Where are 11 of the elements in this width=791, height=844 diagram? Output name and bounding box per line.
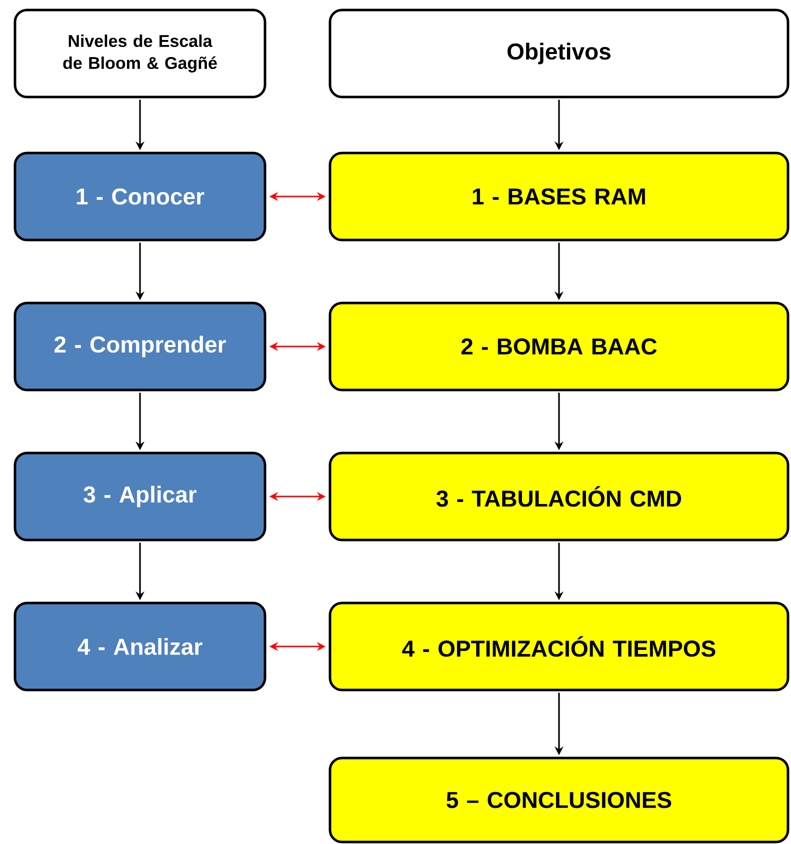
objective-box: 1 - BASES RAM bbox=[328, 152, 790, 242]
level-box: 1 - Conocer bbox=[14, 152, 266, 242]
level-box: 2 - Comprender bbox=[14, 302, 266, 392]
level-box: 4 - Analizar bbox=[14, 602, 266, 692]
header-box: Objetivos bbox=[328, 8, 790, 98]
header-box: Niveles de Escala de Bloom & Gagñé bbox=[14, 8, 266, 98]
objective-box: 2 - BOMBA BAAC bbox=[328, 302, 790, 392]
level-box: 3 - Aplicar bbox=[14, 452, 266, 542]
objective-box: 3 - TABULACIÓN CMD bbox=[328, 452, 790, 542]
objective-box: 4 - OPTIMIZACIÓN TIEMPOS bbox=[328, 602, 790, 692]
objective-box: 5 – CONCLUSIONES bbox=[328, 756, 790, 844]
